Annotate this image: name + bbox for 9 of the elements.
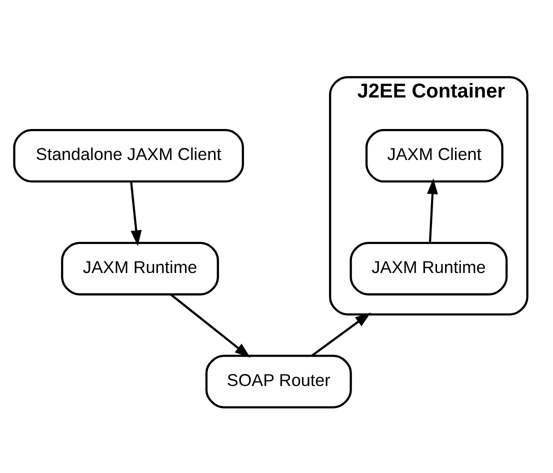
arrow — [170, 294, 250, 358]
node-box: JAXM Client — [365, 128, 504, 183]
node-box: SOAP Router — [205, 354, 352, 408]
node-box: JAXM Runtime — [61, 242, 219, 296]
arrow — [130, 182, 142, 246]
node-box: JAXM Runtime — [350, 242, 508, 296]
node-box: Standalone JAXM Client — [13, 128, 244, 183]
arrow — [311, 312, 371, 357]
arrow — [427, 178, 438, 243]
